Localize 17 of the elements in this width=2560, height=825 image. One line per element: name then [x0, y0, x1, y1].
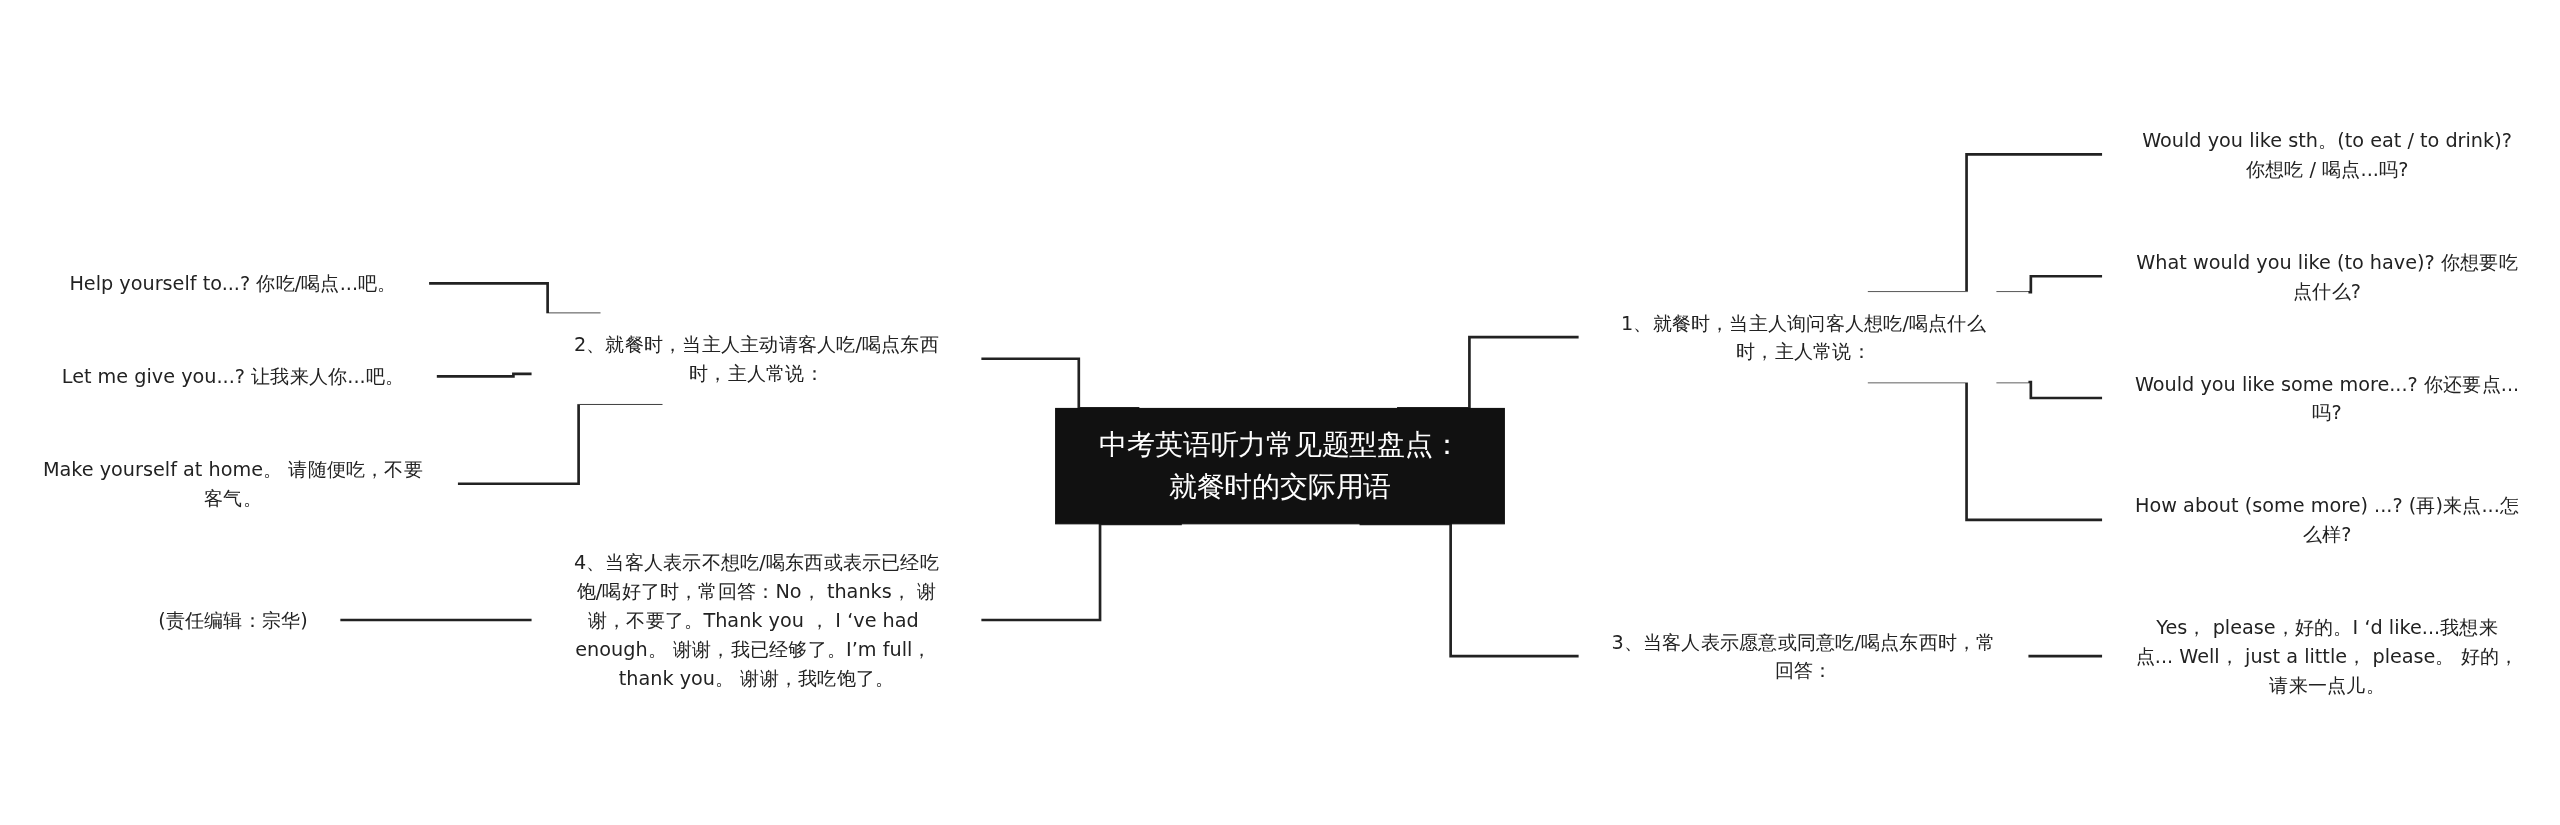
- node-box: 中考英语听力常见题型盘点：就餐时的交际用语: [1055, 407, 1505, 525]
- connector: [436, 372, 533, 378]
- node-text: Make yourself at home。 请随便吃，不要客气。: [42, 458, 423, 510]
- node-text: Let me give you...? 让我来人你...吧。: [61, 365, 405, 388]
- node-text: Yes， please，好的。I ‘d like...我想来点... Well， just a little， please。 好的，请来一点儿。: [2135, 616, 2519, 697]
- connector: [980, 522, 1182, 622]
- connector: [2027, 654, 2103, 658]
- node-text: (责任编辑：宗华): [158, 608, 308, 632]
- node-text: What would you like (to have)? 你想要吃点什么?: [2136, 250, 2518, 302]
- node-text: Would you like sth。(to eat / to drink)?你想吃 / 喝点...吗?: [2142, 128, 2512, 181]
- node-text: How about (some more) ...? (再)来点...怎么样?: [2135, 494, 2520, 546]
- connector: [1359, 522, 1580, 658]
- node-text: Would you like some more...? 你还要点...吗?: [2134, 372, 2520, 424]
- node-text: Help yourself to...? 你吃/喝点...吧。: [69, 272, 397, 295]
- node-text: 4、当客人表示不想吃/喝东西或表示已经吃饱/喝好了时，常回答：No， thanks， 谢谢，不要了。Thank you ， I ‘ve had enough。 谢谢，我已经够了。I’m full， thank you。 谢谢，我吃饱了。: [574, 551, 939, 689]
- connector: [339, 618, 533, 622]
- node-text: 3、当客人表示愿意或同意吃/喝点东西时，常回答：: [1611, 630, 1996, 682]
